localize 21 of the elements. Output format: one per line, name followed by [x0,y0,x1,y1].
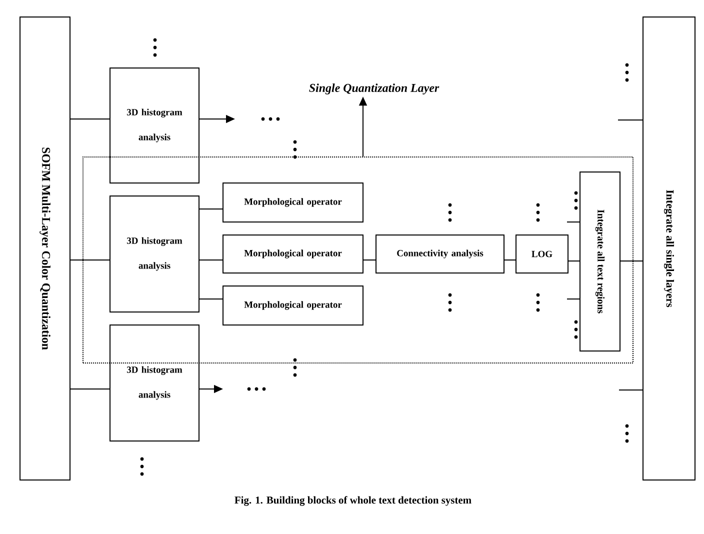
connector-line [568,260,580,262]
connector-line [620,260,643,262]
layer-label: Single Quantization Layer [309,84,440,94]
process-box: Morphological operator [222,182,364,222]
connector-line [199,298,223,300]
connector-line [566,298,580,300]
caption: Fig. 1. Building blocks of whole text detection system [234,496,472,506]
connector-line [199,208,223,210]
connector-line [70,388,110,390]
process-box: 3D histogram analysis [110,324,200,442]
process-box: Morphological operator [222,286,364,326]
process-box: Morphological operator [222,234,364,274]
process-box: Connectivity analysis [376,234,504,274]
process-box: Integrate all single layers [642,16,696,480]
connector-line [70,118,110,120]
process-box: SOFM Multi-Layer Color Quantization [20,16,70,480]
process-box: Integrate all text regions [580,172,620,352]
process-box: LOG [516,234,568,274]
process-box: 3D histogram analysis [110,196,200,312]
group-frame [82,156,634,364]
process-box: 3D histogram analysis [110,68,200,184]
